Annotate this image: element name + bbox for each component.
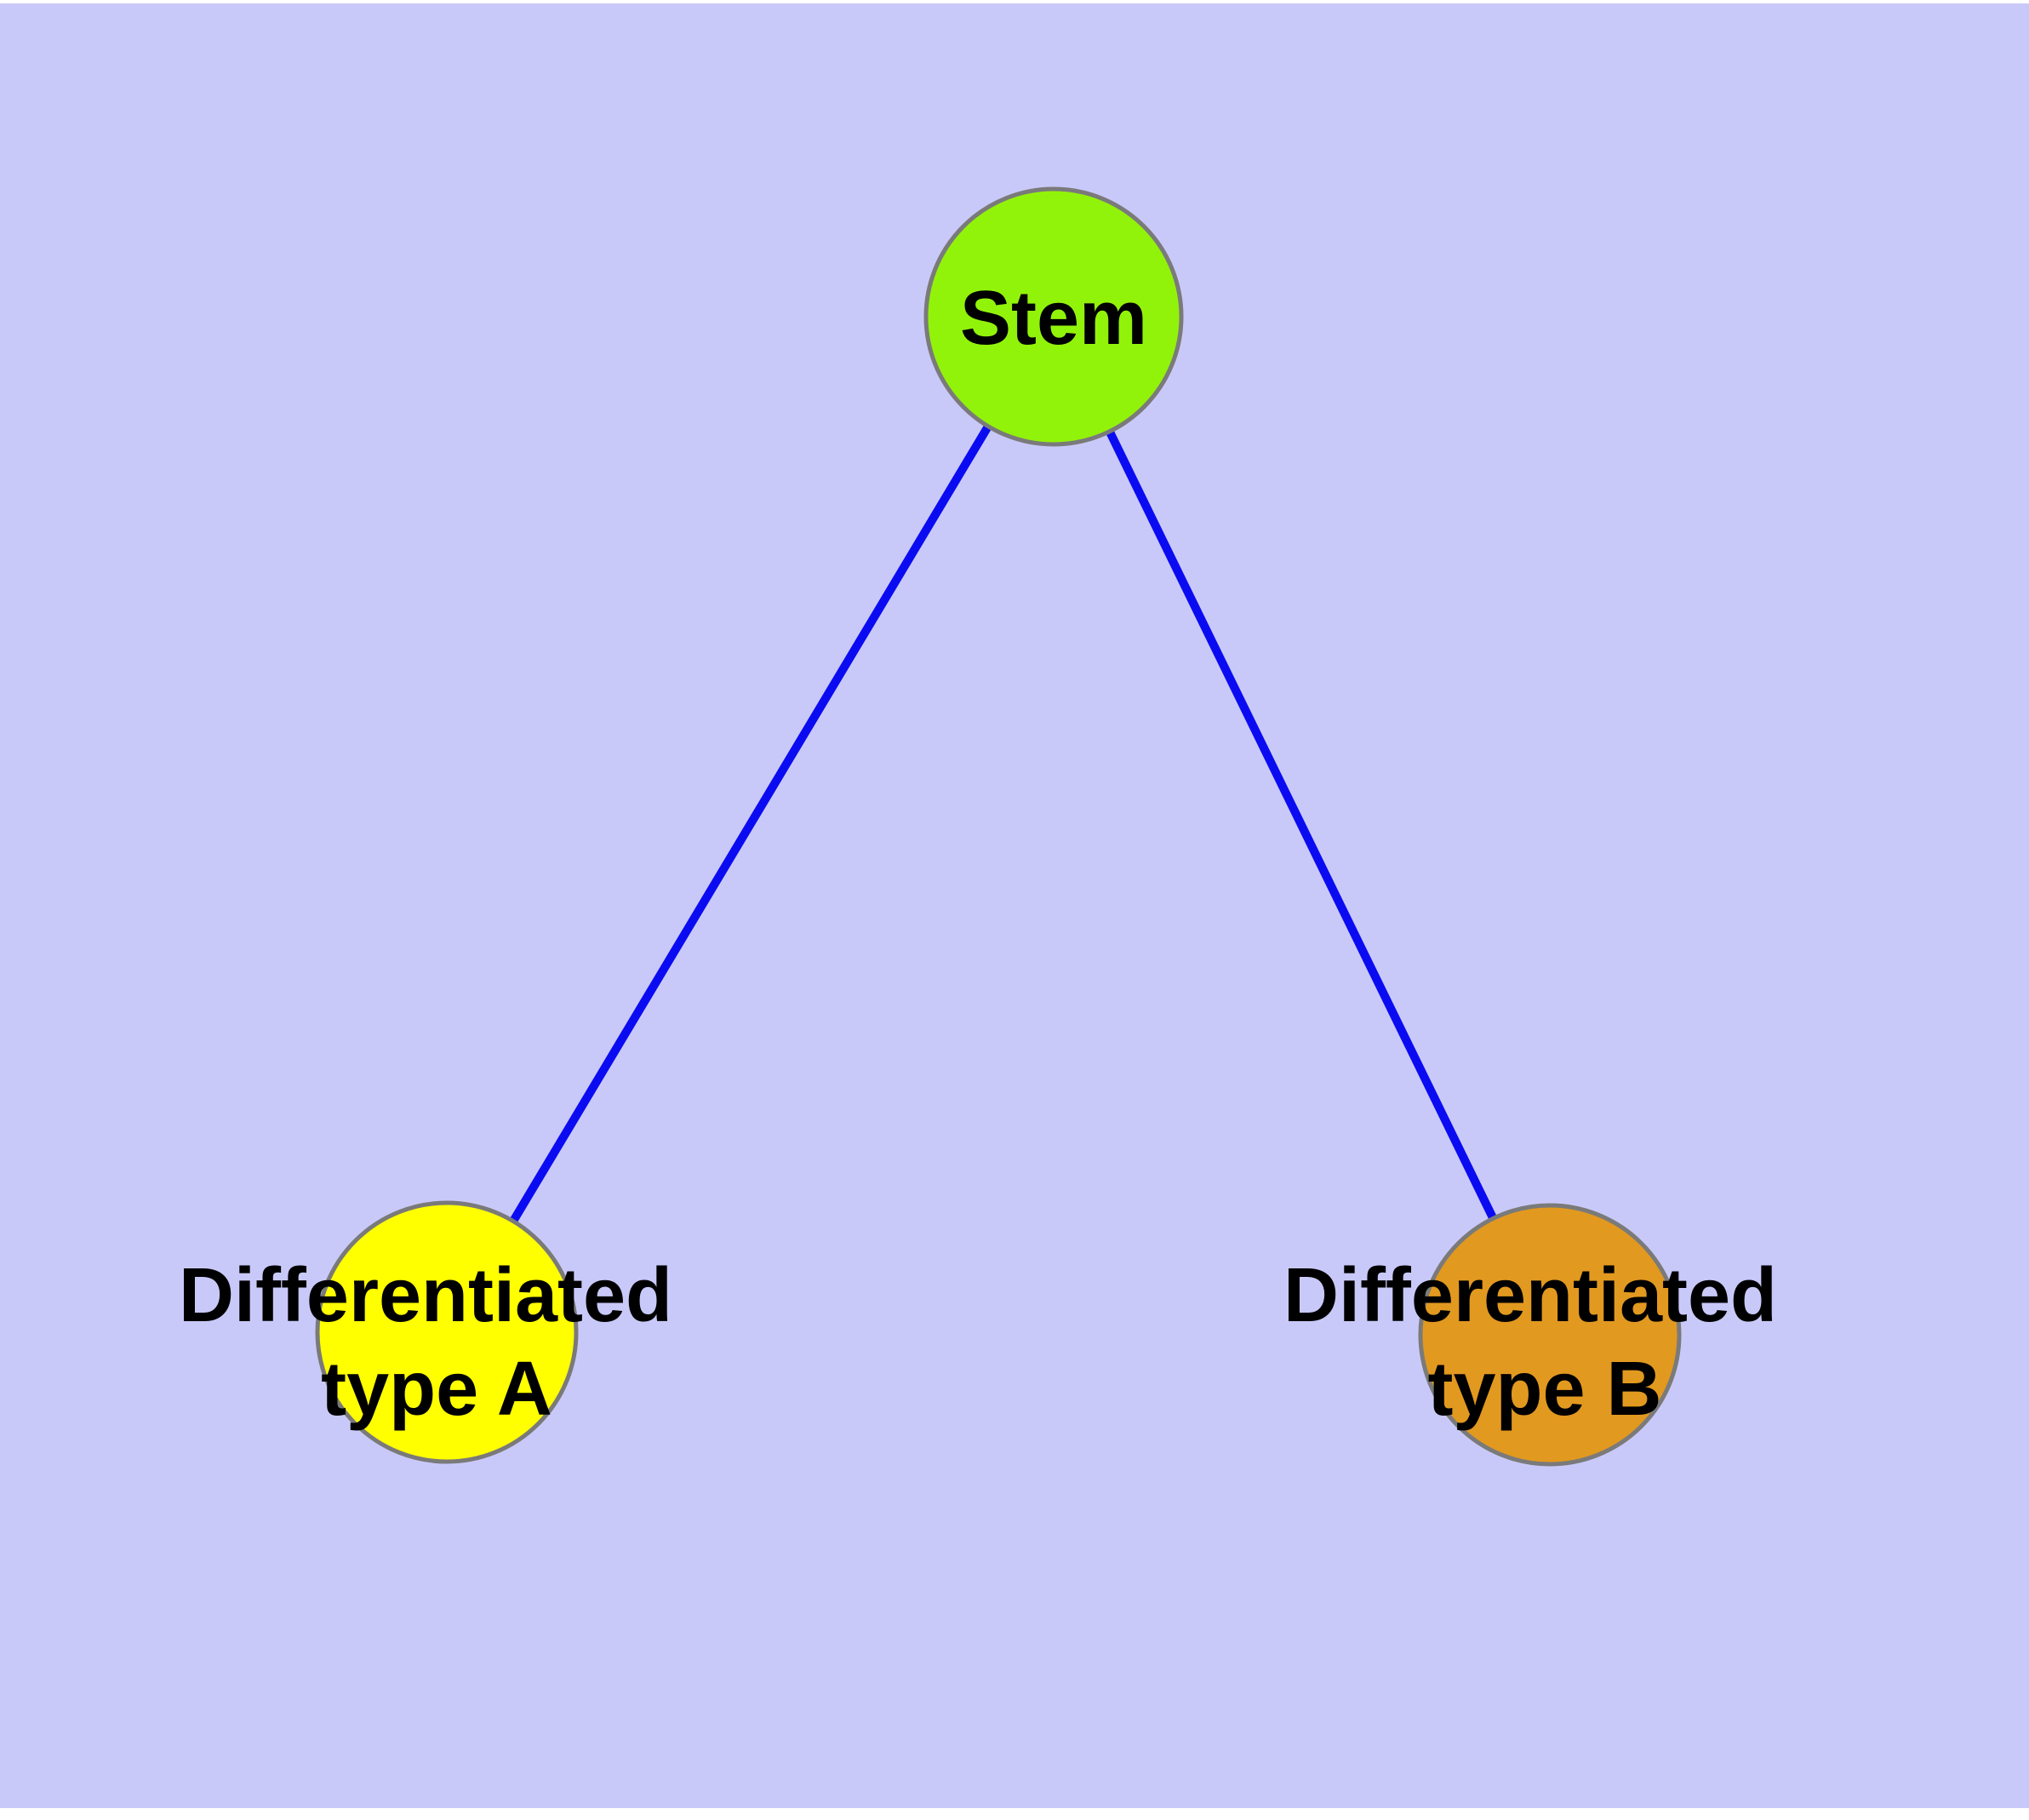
type-a-label-line2: type A (321, 1347, 552, 1432)
type-b-label-line1: Differentiated (1283, 1253, 1777, 1338)
type-b-label-line2: type B (1427, 1347, 1661, 1432)
differentiated-type-b-node[interactable] (1418, 1203, 1682, 1467)
edge-stem-to-type-b (1049, 314, 1554, 1337)
differentiated-type-a-node[interactable] (315, 1200, 579, 1464)
stem-node[interactable] (923, 186, 1184, 447)
edge-stem-to-type-a (443, 314, 1058, 1335)
type-a-label-line1: Differentiated (179, 1253, 672, 1338)
stem-node-label: Stem (960, 276, 1147, 361)
